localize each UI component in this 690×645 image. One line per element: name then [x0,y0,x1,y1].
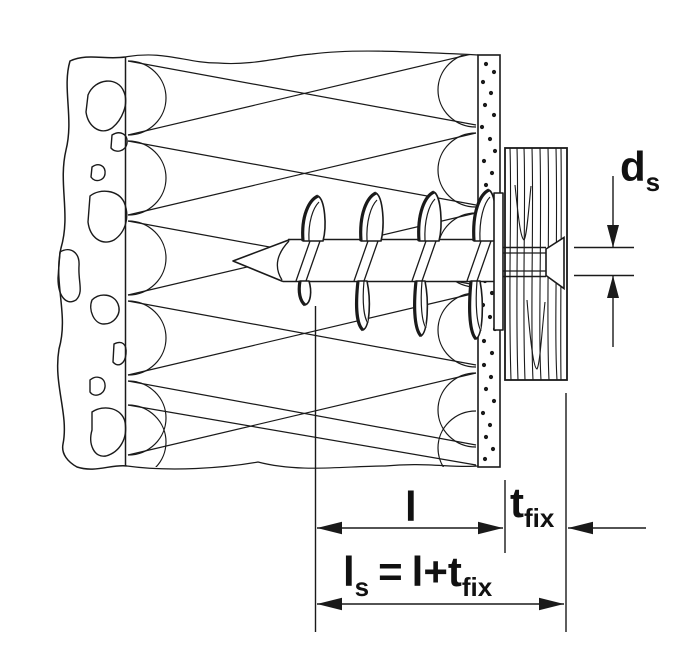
tfix-label: tfix [510,479,554,532]
l-label: l [405,486,417,528]
aggregate-blobs [57,80,128,457]
insulation-bottom-edge [126,461,479,470]
spiral-blades-lower [297,280,484,341]
ls-label-rhs-sub: fix [461,572,493,602]
ls-label-equals: = [378,548,403,595]
ds-label-sub: s [645,167,661,197]
anchor-body-fill [233,239,496,282]
insulation-top-edge [124,50,479,65]
spiral-blades-upper [301,188,497,242]
tfix-dimension [568,521,646,535]
insulation-anchor [232,188,504,341]
l-dimension [317,521,503,535]
concrete-substrate [56,56,128,470]
anchor-flange [493,192,504,331]
anchor-tip [232,238,291,283]
length-dimensions [314,306,646,632]
countersunk-screw [503,236,565,291]
ls-dimension [317,597,564,611]
l-label-main: l [405,483,417,530]
screw-head [545,236,565,291]
ls-label-lead: l [343,548,355,595]
arrowhead-up [607,275,619,298]
tfix-label-sub: fix [524,503,555,533]
ls-label-rhs: l+t [411,548,462,595]
ls-formula-label: ls =l+tfix [343,548,492,601]
arrowhead-down [607,225,619,248]
ls-label-lead-sub: s [354,572,370,602]
ds-dimension [574,176,634,347]
helix-thread-lines [295,240,492,282]
ds-label: ds [620,143,660,196]
wall-outline [56,56,128,470]
anchor-tip-curve [276,240,290,281]
ds-label-main: d [620,143,646,190]
tfix-label-main: t [510,479,524,526]
